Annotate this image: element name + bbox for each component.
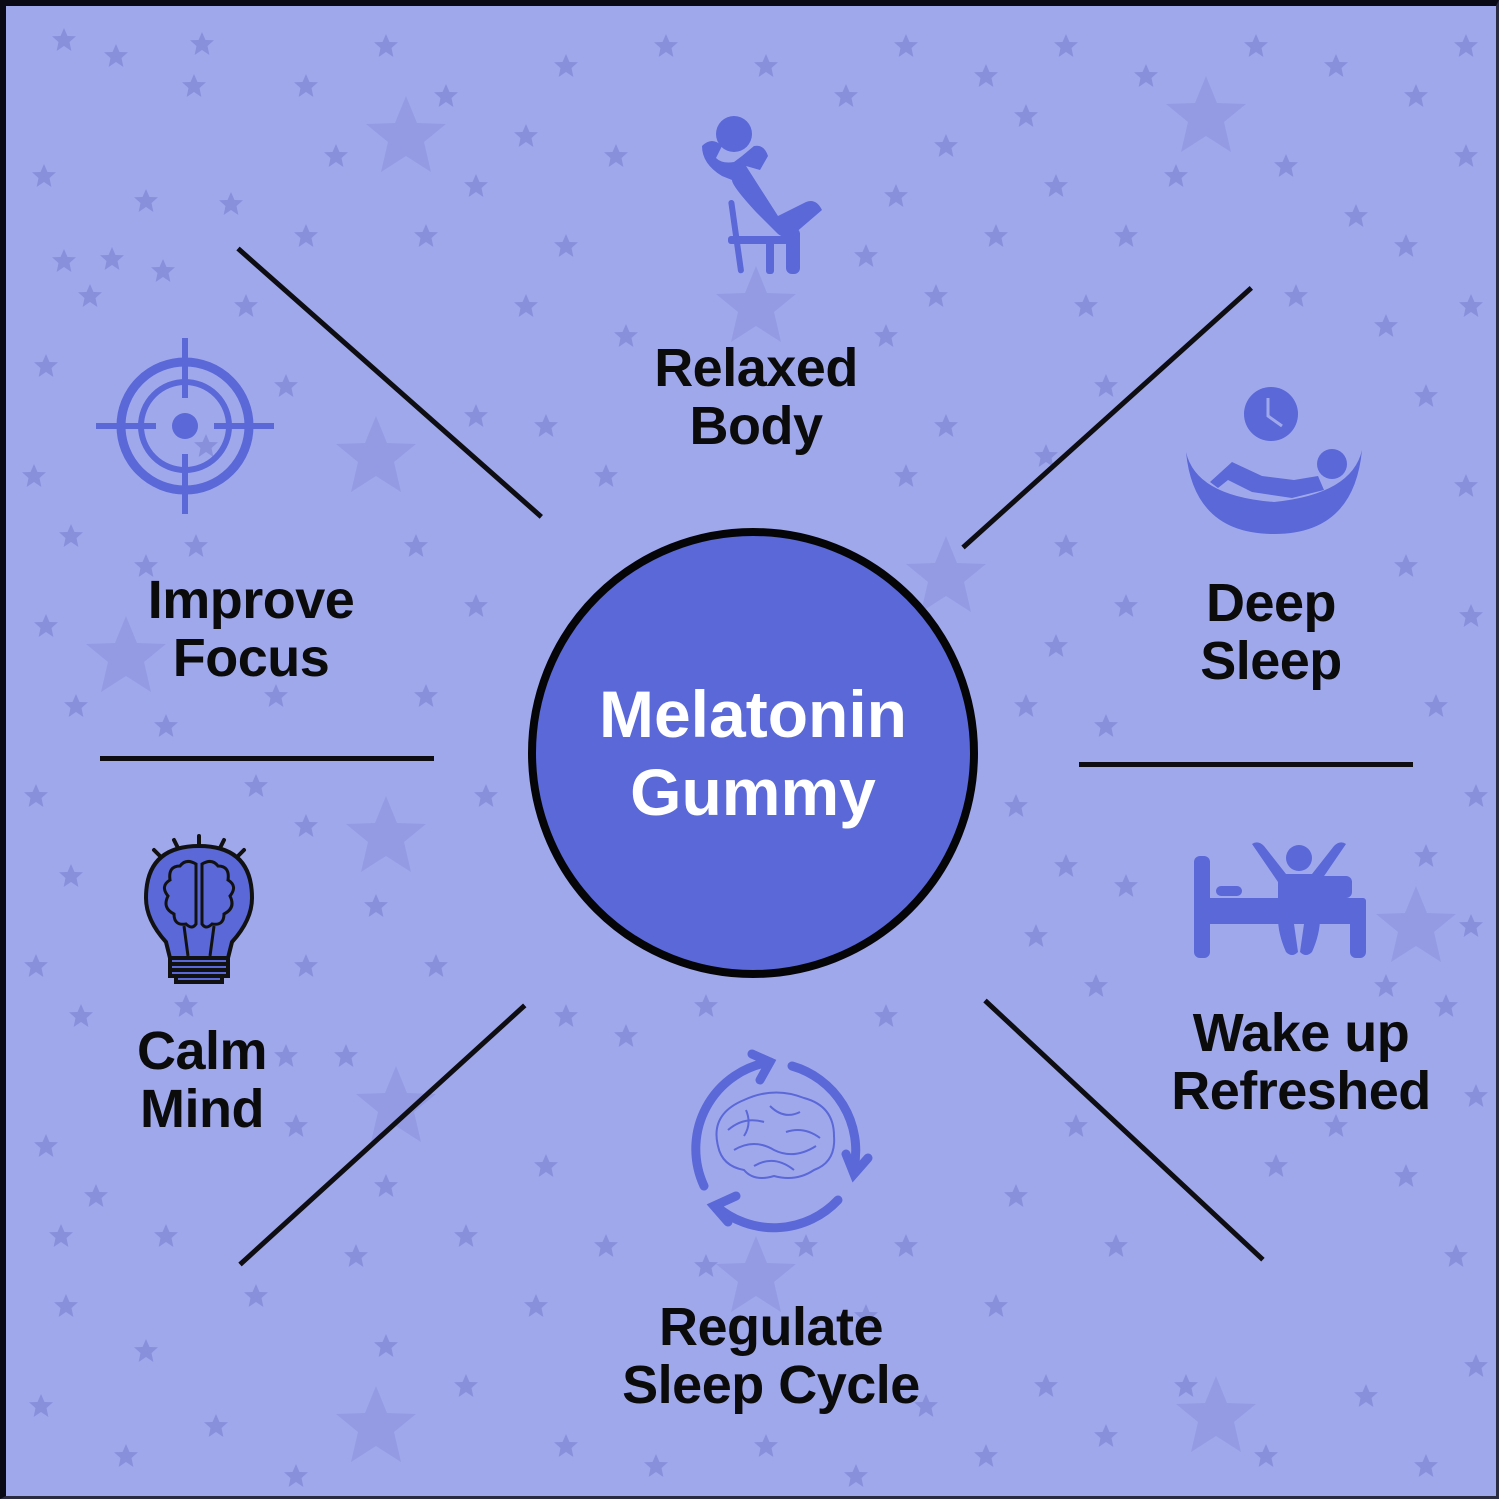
brain-cycle-arrows-icon: [691, 1049, 873, 1233]
benefit-label: Improve Focus: [147, 570, 355, 688]
benefit-label: Deep Sleep: [1200, 573, 1342, 691]
person-stretching-bed-icon: [1194, 842, 1366, 958]
benefit-label: Wake up Refreshed: [1171, 1003, 1431, 1121]
divider-line-top-left: [236, 246, 543, 519]
center-circle: Melatonin Gummy: [528, 528, 978, 978]
center-title-line1: Melatonin: [599, 677, 907, 751]
divider-line-right: [1079, 762, 1413, 767]
lightbulb-brain-icon: [143, 834, 255, 984]
person-reclining-chair-icon: [702, 116, 822, 274]
target-crosshair-icon: [96, 338, 274, 514]
benefit-label: Calm Mind: [136, 1021, 268, 1139]
person-hammock-clock-icon: [1186, 387, 1362, 534]
benefit-label: Regulate Sleep Cycle: [622, 1297, 920, 1415]
center-title-line2: Gummy: [630, 755, 876, 829]
benefit-label: Relaxed Body: [654, 338, 858, 456]
divider-line-left: [100, 756, 434, 761]
